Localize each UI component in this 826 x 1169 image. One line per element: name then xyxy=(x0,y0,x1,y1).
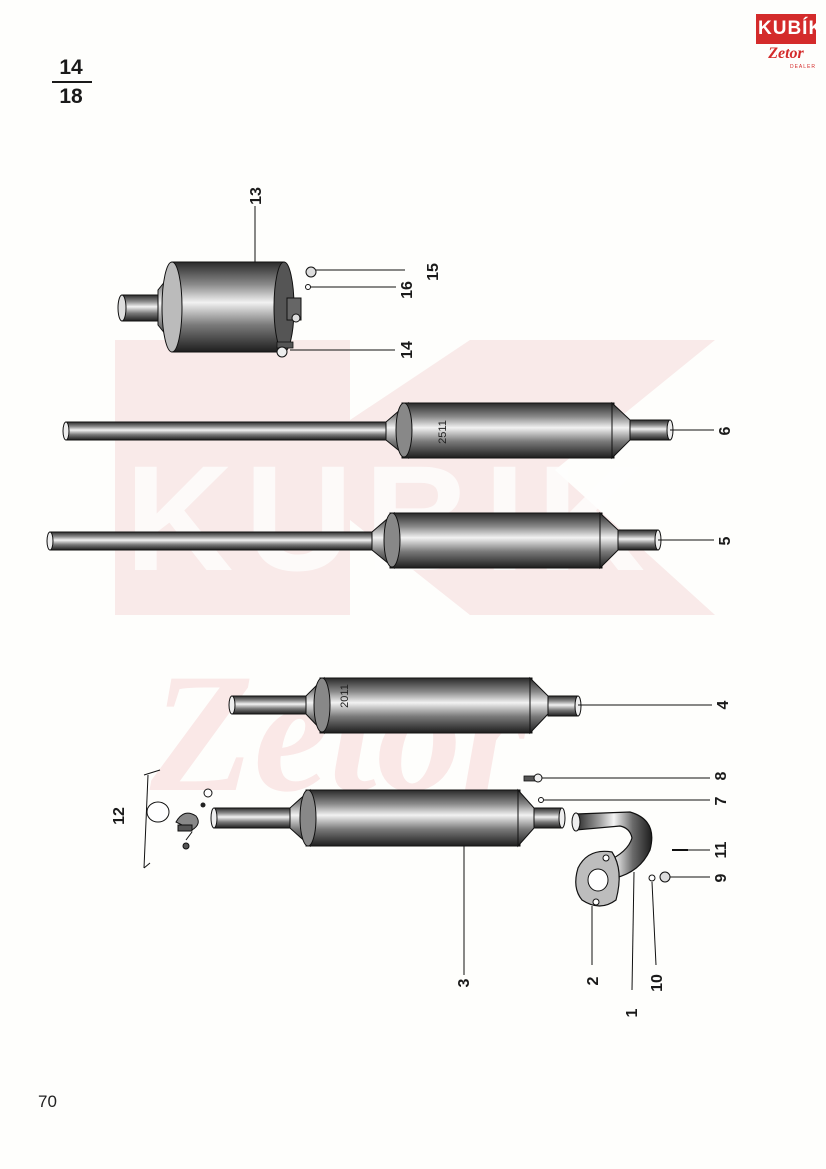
part-16-washer xyxy=(305,284,311,290)
part-5-muffler-long-pipe xyxy=(46,511,662,570)
callout-9: 9 xyxy=(713,873,730,882)
callout-2: 2 xyxy=(585,976,602,985)
callout-11: 11 xyxy=(713,841,730,858)
part-13-muffler-canister xyxy=(117,261,302,353)
callout-14: 14 xyxy=(399,341,416,359)
part-3-muffler xyxy=(210,788,566,848)
part-9-nut xyxy=(659,871,671,883)
part-15-nut xyxy=(305,266,317,278)
part-14-bolt xyxy=(276,341,294,358)
part-12-clamp-assembly xyxy=(143,769,213,869)
callout-5: 5 xyxy=(717,536,734,545)
part-10-washer xyxy=(648,874,656,882)
callout-labels: 13 15 16 14 6 5 4 8 7 11 9 12 3 2 10 1 xyxy=(111,187,734,1017)
logo-subbrand: Zetor xyxy=(768,45,804,62)
part-6-muffler-long-pipe: 2511 xyxy=(62,401,674,460)
part-8-bolt xyxy=(523,773,543,783)
callout-16: 16 xyxy=(399,281,416,299)
callout-6: 6 xyxy=(717,426,734,435)
callout-1: 1 xyxy=(624,1008,641,1017)
leader-lines xyxy=(254,206,714,991)
fraction-bar xyxy=(52,81,92,83)
page-number: 70 xyxy=(38,1092,57,1111)
part-4-muffler: 2011 xyxy=(228,676,582,735)
callout-13: 13 xyxy=(248,187,265,205)
dealer-logo: KUBÍK Zetor DEALER xyxy=(756,14,822,70)
fraction-denominator: 18 xyxy=(59,85,83,108)
logo-dealer: DEALER xyxy=(789,64,816,70)
callout-10: 10 xyxy=(649,974,666,992)
section-fraction: 14 18 xyxy=(48,56,94,109)
part-2-flange-gasket xyxy=(575,850,620,907)
part-6-marking: 2511 xyxy=(437,420,449,444)
callout-8: 8 xyxy=(713,771,730,780)
callout-15: 15 xyxy=(425,263,442,281)
callout-12: 12 xyxy=(111,807,128,825)
callout-4: 4 xyxy=(715,700,732,709)
fraction-numerator: 14 xyxy=(59,56,83,79)
part-4-marking: 2011 xyxy=(339,684,351,708)
part-7-washer xyxy=(538,797,544,803)
callout-7: 7 xyxy=(713,796,730,805)
logo-brand: KUBÍK xyxy=(756,14,822,44)
callout-3: 3 xyxy=(456,978,473,987)
